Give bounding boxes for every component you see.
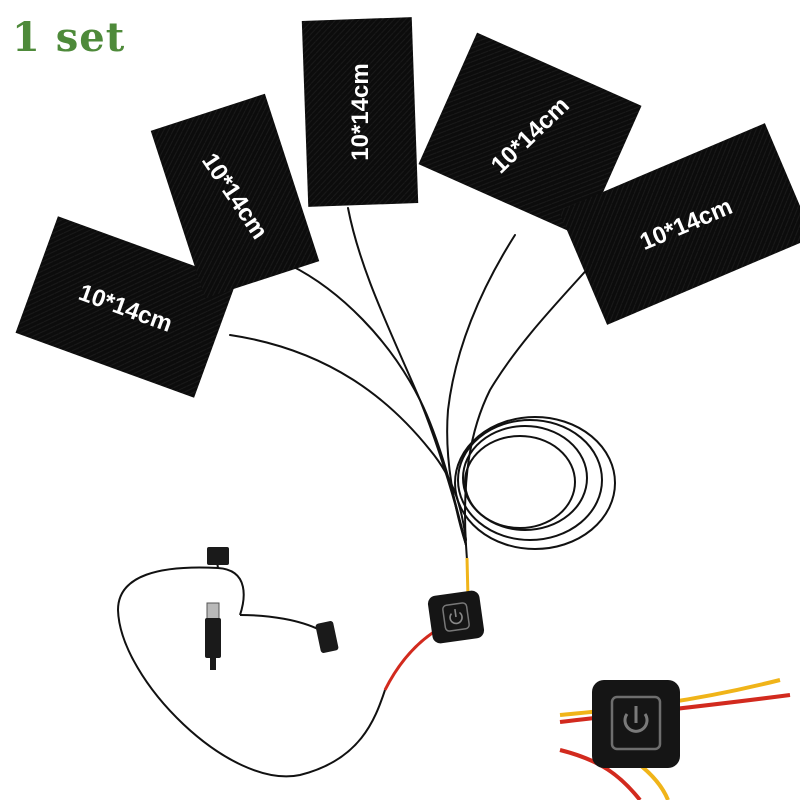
wires	[229, 207, 616, 561]
cable-clip-top	[207, 547, 229, 565]
power-icon-closeup	[623, 706, 649, 733]
pad-4: 10*14cm	[418, 32, 642, 238]
pad-1: 10*14cm	[15, 216, 237, 398]
switch-closeup-inset	[559, 678, 791, 800]
usb-cable	[116, 554, 386, 778]
red-lead	[383, 626, 441, 691]
power-icon	[449, 608, 463, 625]
wire-pad-4	[446, 234, 516, 546]
usb-cap	[315, 621, 339, 653]
wire-pad-2	[289, 264, 467, 546]
pad-2: 10*14cm	[150, 93, 320, 299]
wire-coil	[457, 419, 603, 541]
set-label: 1 set	[12, 14, 126, 61]
pad-3-label: 10*14cm	[347, 63, 374, 160]
inline-switch	[427, 590, 485, 644]
pad-5: 10*14cm	[558, 123, 800, 325]
pad-3: 10*14cm	[301, 17, 419, 207]
usb-plug-icon	[205, 602, 221, 670]
wire-pad-1	[229, 334, 467, 541]
